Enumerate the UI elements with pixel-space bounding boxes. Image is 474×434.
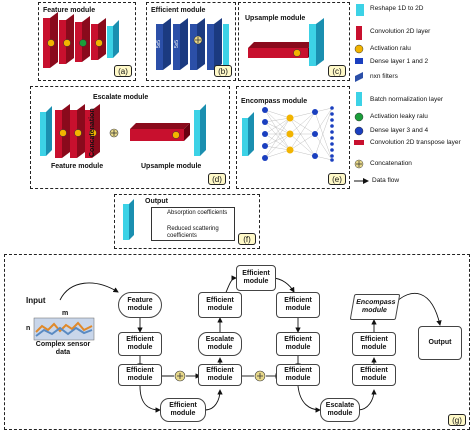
panel-feature-module: Feature module (a) xyxy=(38,2,136,81)
legend-nxn: nxn filters xyxy=(370,73,398,80)
sensor-data-label: Complex sensor data xyxy=(35,341,91,356)
legend-dense34: Dense layer 3 and 4 xyxy=(370,127,429,134)
sensor-m-label: m xyxy=(62,310,69,317)
flow-efficient-module: Efficient module xyxy=(118,364,162,386)
panel-tag-f: (f) xyxy=(238,233,256,245)
sensor-n-label: n xyxy=(26,325,31,332)
escalate-concat-label: Concatenation xyxy=(89,108,96,157)
encompass-network-graphic xyxy=(242,106,334,162)
relu-icon xyxy=(95,39,103,47)
sensor-heatmap xyxy=(33,317,95,341)
filter-label: 5x5 xyxy=(156,39,163,49)
output-box: Absorption coefficients Reduced scatteri… xyxy=(151,207,235,241)
filter-label: 5x5 xyxy=(174,39,181,49)
legend-relu: Activation ralu xyxy=(370,45,411,52)
panel-tag-a: (a) xyxy=(114,65,132,77)
flow-output: Output xyxy=(418,326,462,360)
legend-conv2d: Convolution 2D layer xyxy=(370,28,431,35)
flow-efficient-module: Efficient module xyxy=(352,332,396,356)
flow-escalate-module: Escalate module xyxy=(198,332,242,356)
panel-tag-c: (c) xyxy=(328,65,346,77)
flow-escalate-module: Escalate module xyxy=(320,398,360,422)
panel-tag-d: (d) xyxy=(208,173,226,185)
panel-tag-b: (b) xyxy=(214,65,232,77)
relu-icon xyxy=(47,39,55,47)
feature-module-title: Feature module xyxy=(43,7,96,14)
escalate-upsample-label: Upsample module xyxy=(141,163,202,170)
escalate-module-title: Escalate module xyxy=(93,94,149,101)
flow-efficient-module: Efficient module xyxy=(160,398,206,422)
legend-leaky: Activation leaky ralu xyxy=(370,113,428,120)
panel-efficient-module: Efficient module 5x5 5x5 (b) xyxy=(146,2,236,81)
legend-concat: Concatenation xyxy=(370,160,412,167)
legend-graphics xyxy=(354,4,369,184)
panel-encompass-module: Encompass module (e) xyxy=(236,86,350,189)
legend-batchnorm: Batch normalization layer xyxy=(370,96,443,103)
flow-efficient-module: Efficient module xyxy=(198,292,242,318)
input-label: Input xyxy=(26,296,46,305)
panel-tag-g: (g) xyxy=(448,414,466,426)
encompass-module-title: Encompass module xyxy=(241,98,308,105)
scattering-label: Reduced scattering coefficients xyxy=(167,226,219,239)
flow-efficient-module: Efficient module xyxy=(118,332,162,356)
feature-module-graphic xyxy=(43,12,119,68)
escalate-feature-label: Feature module xyxy=(51,163,104,170)
legend-dense12: Dense layer 1 and 2 xyxy=(370,58,429,65)
panel-output: Output Absorption coefficients Reduced s… xyxy=(114,194,260,249)
flow-efficient-module: Efficient module xyxy=(276,364,320,386)
flow-concat-icons xyxy=(174,370,266,382)
legend-dataflow: Data flow xyxy=(372,177,400,184)
flow-efficient-module: Efficient module xyxy=(198,364,242,386)
panel-upsample-module: Upsample module (c) xyxy=(238,2,350,81)
panel-flow: (g) xyxy=(4,254,470,430)
legend-reshape: Reshape 1D to 2D xyxy=(370,5,424,12)
flow-feature-module: Feature module xyxy=(118,292,162,318)
flow-efficient-module: Efficient module xyxy=(236,265,276,291)
absorption-label: Absorption coefficients xyxy=(167,210,228,216)
flow-efficient-module: Efficient module xyxy=(276,332,320,356)
flow-encompass-module: Encompass module xyxy=(349,294,401,320)
escalate-module-graphic xyxy=(40,104,206,158)
efficient-module-graphic xyxy=(156,18,229,70)
upsample-module-graphic xyxy=(248,18,324,66)
efficient-module-title: Efficient module xyxy=(151,7,206,14)
flow-efficient-module: Efficient module xyxy=(352,364,396,386)
legend-conv2dt: Convolution 2D transpose layer xyxy=(370,139,461,146)
leaky-relu-icon xyxy=(79,39,87,47)
output-title: Output xyxy=(145,198,168,205)
relu-icon xyxy=(63,39,71,47)
upsample-module-title: Upsample module xyxy=(245,15,306,22)
panel-escalate-module: Escalate module Feature module Upsample … xyxy=(30,86,230,189)
flow-efficient-module: Efficient module xyxy=(276,292,320,318)
panel-tag-e: (e) xyxy=(328,173,346,185)
